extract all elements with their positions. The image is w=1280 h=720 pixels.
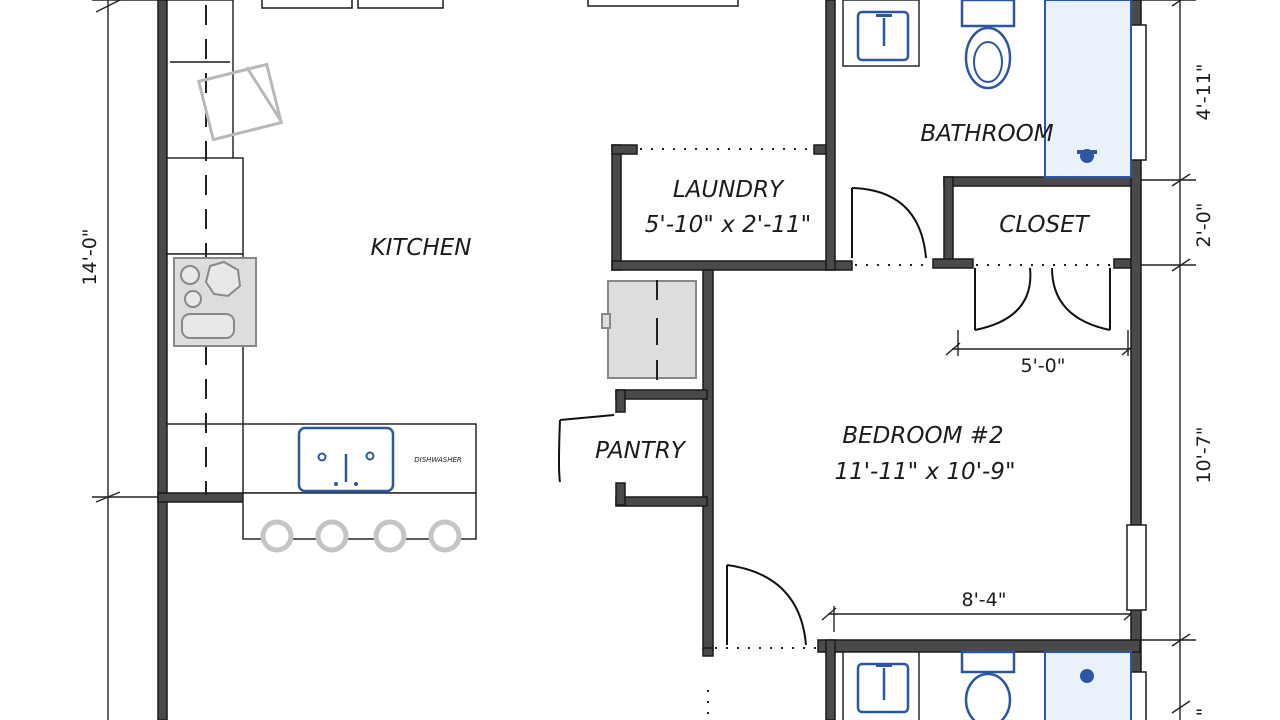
wall-laundry-south — [611, 260, 853, 271]
dim-bedroom-width: 8'-4" — [962, 589, 1007, 611]
bath-fixtures — [842, 0, 1132, 178]
dim-kitchen-height: 14'-0" — [79, 228, 101, 285]
wall-pantry-bottom — [615, 496, 708, 507]
dim-bedroom-height: 10'-7" — [1193, 426, 1215, 483]
wall-closet-west — [943, 176, 954, 262]
wall-pantry-top — [615, 389, 708, 400]
wall-west-upper — [157, 0, 168, 720]
window-top-3 — [587, 0, 739, 7]
wall-bedroom-south — [817, 639, 1141, 653]
wall-kitchen-south — [157, 492, 247, 503]
bedroom2-label: BEDROOM #2 — [842, 423, 1003, 449]
walls — [157, 0, 1142, 720]
range-icon — [173, 257, 257, 347]
dim-bottom-cut: " — [1193, 708, 1215, 717]
laundry-size: 5'-10" x 2'-11" — [645, 212, 811, 238]
window-bedroom-east — [1126, 524, 1147, 611]
kitchen-sink-icon — [297, 426, 395, 493]
window-top-2 — [357, 0, 444, 9]
wall-east — [1130, 0, 1142, 720]
wall-central-spine — [702, 269, 714, 651]
wall-spine-lower — [702, 647, 714, 657]
pantry-label: PANTRY — [595, 438, 687, 464]
wall-bath-west — [825, 0, 836, 271]
dim-bath-height: 4'-11" — [1193, 63, 1215, 120]
toilet-tank-icon — [960, 0, 1016, 28]
door-swings — [558, 187, 1111, 646]
kitchen-label: KITCHEN — [370, 235, 471, 261]
toilet-bowl-icon — [964, 26, 1012, 90]
stool-icon — [428, 519, 462, 553]
bathroom-label: BATHROOM — [920, 121, 1053, 147]
stool-icon — [260, 519, 294, 553]
bedroom2-size: 11'-11" x 10'-9" — [834, 459, 1015, 485]
laundry-machine-icon — [601, 280, 697, 380]
bath2-fixtures — [842, 650, 1132, 720]
dimension-lines — [92, 0, 1196, 720]
wall-pantry-top-stub — [615, 389, 626, 413]
dim-closet-width: 5'-0" — [1021, 355, 1066, 377]
dishrack-icon — [196, 62, 284, 142]
wall-closet-top — [943, 176, 1141, 187]
wall-bath2-west — [825, 639, 836, 720]
shower-icon — [1044, 0, 1132, 178]
dim-closet-height: 2'-0" — [1193, 203, 1215, 248]
wall-laundry-west — [611, 144, 622, 271]
dishwasher-label: DISHWASHER — [414, 456, 462, 464]
bar-stools — [260, 519, 462, 553]
laundry-label: LAUNDRY — [673, 177, 785, 203]
closet-label: CLOSET — [999, 212, 1090, 238]
wall-laundry-top-left — [611, 144, 638, 155]
wall-closet-south-left — [932, 258, 974, 269]
stool-icon — [315, 519, 349, 553]
door-openings — [640, 148, 1112, 720]
window-top-1 — [261, 0, 353, 9]
stool-icon — [373, 519, 407, 553]
wall-pantry-bottom-stub — [615, 482, 626, 506]
